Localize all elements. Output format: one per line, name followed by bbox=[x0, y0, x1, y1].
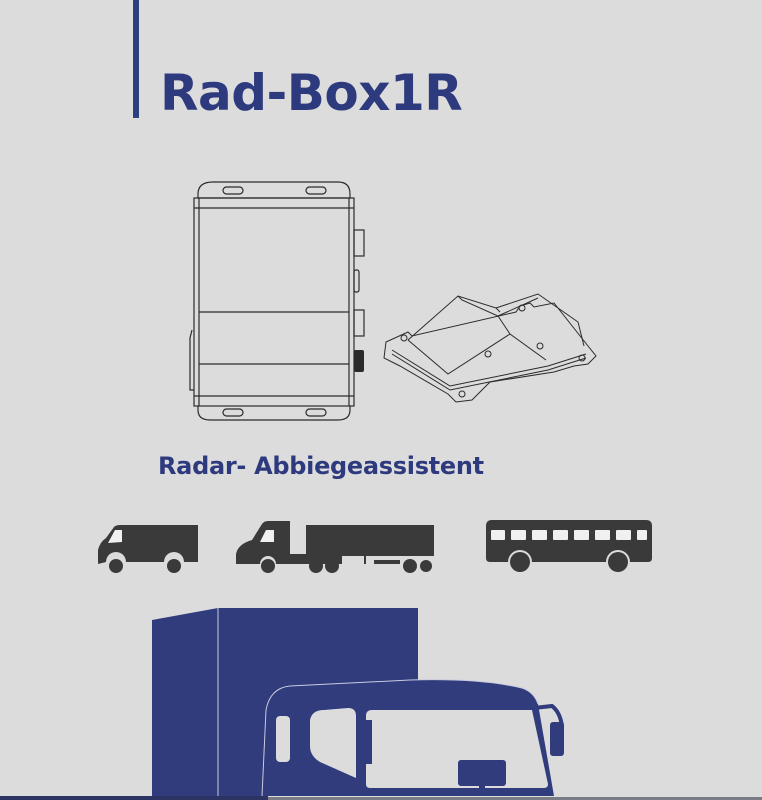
bus-icon bbox=[486, 520, 652, 572]
bottom-bar-dark bbox=[0, 796, 268, 800]
van-icon bbox=[98, 525, 198, 573]
semi-truck-icon bbox=[236, 521, 434, 573]
accent-bar bbox=[133, 0, 139, 118]
device-isometric-image bbox=[383, 293, 597, 403]
device-top-view-image bbox=[189, 181, 365, 421]
bottom-bar-grey bbox=[268, 797, 762, 800]
product-subtitle: Radar- Abbiegeassistent bbox=[158, 452, 484, 480]
product-title: Rad-Box1R bbox=[160, 64, 463, 122]
box-truck-illustration bbox=[152, 608, 564, 797]
